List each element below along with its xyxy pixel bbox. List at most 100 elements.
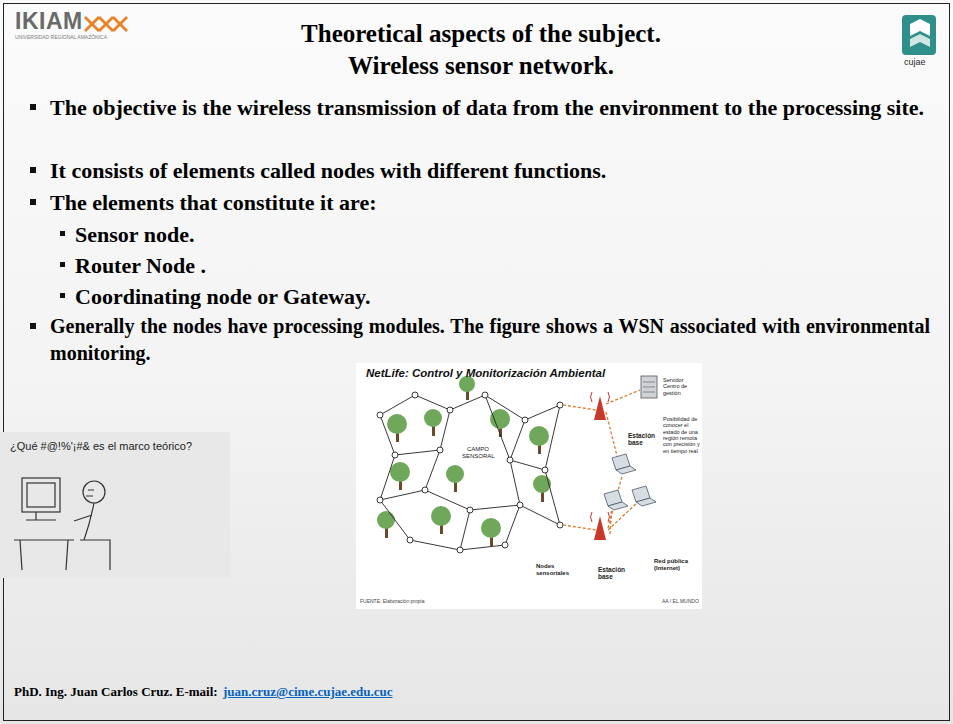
sensor-nodes xyxy=(502,542,508,548)
meme-sketch xyxy=(83,481,105,503)
ikiam-logo-mark xyxy=(84,16,128,32)
wireless-links xyxy=(563,525,596,530)
wireless-links xyxy=(563,405,596,410)
bullet-text: It consists of elements called nodes wit… xyxy=(50,157,930,184)
sensor-mesh xyxy=(460,510,470,550)
trees xyxy=(446,465,464,483)
sub-bullet-text: Coordinating node or Gateway. xyxy=(75,283,895,310)
sensor-nodes xyxy=(457,547,463,553)
laptop-icons xyxy=(636,498,656,506)
sensor-nodes xyxy=(522,417,528,423)
sensor-mesh xyxy=(380,410,450,455)
sensor-mesh xyxy=(510,405,560,470)
wireless-links xyxy=(606,390,640,404)
server-icon xyxy=(643,382,655,392)
bullet-marks xyxy=(60,231,65,236)
bullet-marks xyxy=(30,104,65,329)
cujae-logo-mark xyxy=(902,15,936,55)
trees xyxy=(385,388,544,546)
sensor-nodes xyxy=(482,392,488,398)
sensor-mesh xyxy=(425,460,520,510)
trees xyxy=(490,409,510,429)
trees xyxy=(431,506,451,526)
bullet-text: The elements that constitute it are: xyxy=(50,189,930,216)
laptop-icons xyxy=(616,466,636,474)
bullet-marks xyxy=(30,167,36,173)
ikiam-logo-mark xyxy=(84,16,100,32)
ikiam-logo-mark xyxy=(98,16,114,32)
sensor-mesh xyxy=(520,470,560,525)
slide-title: Theoretical aspects of the subject. Wire… xyxy=(276,18,686,82)
trees xyxy=(387,414,407,434)
figure-source: FUENTE: Elaboración propia xyxy=(360,599,424,605)
sensor-nodes xyxy=(407,537,413,543)
sensor-nodes xyxy=(542,467,548,473)
meme-panel xyxy=(0,432,230,578)
trees xyxy=(424,409,442,427)
base-station-antennas xyxy=(594,516,606,540)
slide-frame xyxy=(4,4,950,721)
cujae-logo-mark xyxy=(902,15,936,55)
wireless-links xyxy=(563,390,640,534)
slide-frame xyxy=(4,4,950,721)
sensor-nodes xyxy=(437,447,443,453)
sensor-nodes xyxy=(392,452,398,458)
base-station-antennas xyxy=(591,392,610,540)
trees xyxy=(533,475,551,493)
bullet-marks xyxy=(30,323,36,329)
bullet-text: Generally the nodes have processing modu… xyxy=(50,313,930,367)
meme-sketch xyxy=(26,512,56,520)
sensor-nodes xyxy=(447,407,453,413)
figure-ground xyxy=(356,363,702,609)
meme-panel xyxy=(0,432,230,578)
bullet-marks xyxy=(60,293,65,298)
bullet-text: The objective is the wireless transmissi… xyxy=(50,94,930,121)
figure-label: Estación base xyxy=(598,566,630,581)
sensor-mesh xyxy=(380,395,560,420)
sensor-nodes xyxy=(377,497,383,503)
wireless-links xyxy=(606,412,618,460)
cujae-logo-mark xyxy=(910,34,930,47)
base-station-antennas xyxy=(591,392,610,402)
cujae-logo-mark xyxy=(910,19,930,36)
figure-ground xyxy=(356,363,702,609)
meme-sketch xyxy=(80,540,110,570)
sensor-mesh xyxy=(380,395,560,550)
trees xyxy=(481,518,501,538)
meme-caption: ¿Qué #@!%'¡#& es el marco teórico? xyxy=(10,440,225,453)
figure-label: Nodes sensoriales xyxy=(536,563,581,577)
server-icon xyxy=(641,376,657,398)
meme-sketch xyxy=(14,478,110,570)
ikiam-logo-mark xyxy=(112,16,128,32)
sensor-nodes xyxy=(507,457,513,463)
base-station-antennas xyxy=(594,396,606,420)
meme-sketch xyxy=(27,483,55,507)
sensor-mesh xyxy=(380,500,520,550)
logo-text: IKIAM xyxy=(15,8,83,34)
figure-credit: AA / EL MUNDO xyxy=(662,599,699,605)
wireless-links xyxy=(608,500,640,530)
sensor-nodes xyxy=(557,522,563,528)
server-icon xyxy=(641,376,657,398)
sensor-nodes xyxy=(557,402,563,408)
meme-sketch xyxy=(20,540,68,570)
meme-sketch xyxy=(14,539,74,540)
trees xyxy=(377,376,551,538)
figure-label: Red pública (Internet) xyxy=(654,558,696,572)
trees xyxy=(390,462,410,482)
figure-note: Posibilidad de conocer el estado de una … xyxy=(663,416,701,454)
figure-label: CAMPO SENSORAL xyxy=(462,446,494,460)
bullet-marks xyxy=(30,104,36,110)
sub-bullet-text: Router Node . xyxy=(75,252,895,279)
figure-label: Servidor Centro de gestión xyxy=(663,377,701,396)
sensor-nodes xyxy=(467,507,473,513)
sensor-nodes xyxy=(412,392,418,398)
sensor-nodes xyxy=(517,502,523,508)
meme-sketch xyxy=(22,478,60,512)
figure-heading: NetLife: Control y Monitorización Ambien… xyxy=(366,367,605,380)
sensor-nodes xyxy=(377,412,383,418)
trees xyxy=(377,511,395,529)
sub-bullet-text: Sensor node. xyxy=(75,221,895,248)
sensor-nodes xyxy=(377,392,563,553)
base-station-antennas xyxy=(591,512,610,522)
